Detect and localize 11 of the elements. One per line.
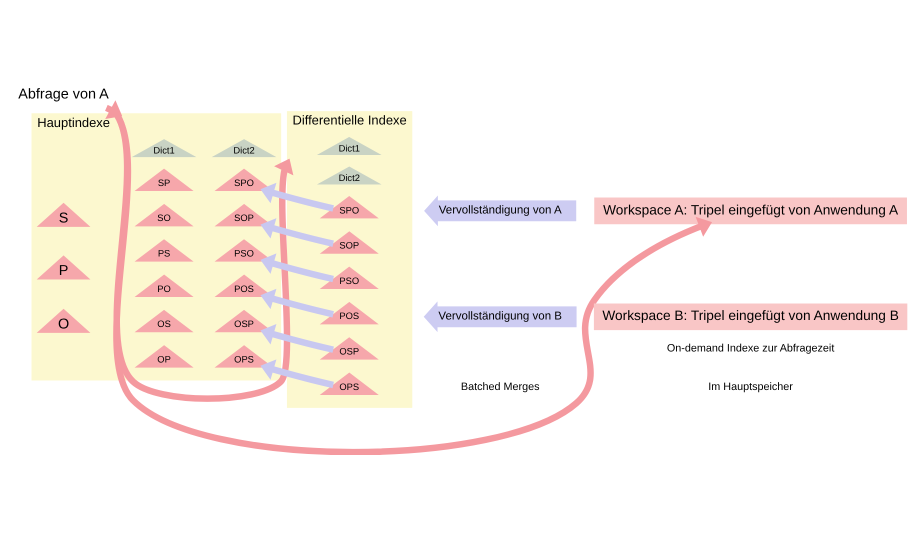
- arrow: [260, 324, 334, 353]
- arrow: [260, 288, 334, 318]
- label: Batched Merges: [460, 380, 540, 393]
- label: On-demand Indexe zur Abfragezeit: [666, 342, 834, 355]
- node-box: Workspace B: Tripel eingefügt von Anwendung B: [594, 303, 908, 330]
- node-text: Abfrage von A: [18, 86, 109, 102]
- arrow: [260, 359, 334, 388]
- arrow: [260, 253, 334, 282]
- node-box: Workspace A: Tripel eingefügt von Anwendung A: [594, 198, 907, 224]
- label: Im Hauptspeicher: [708, 380, 793, 393]
- arrow: [260, 218, 334, 247]
